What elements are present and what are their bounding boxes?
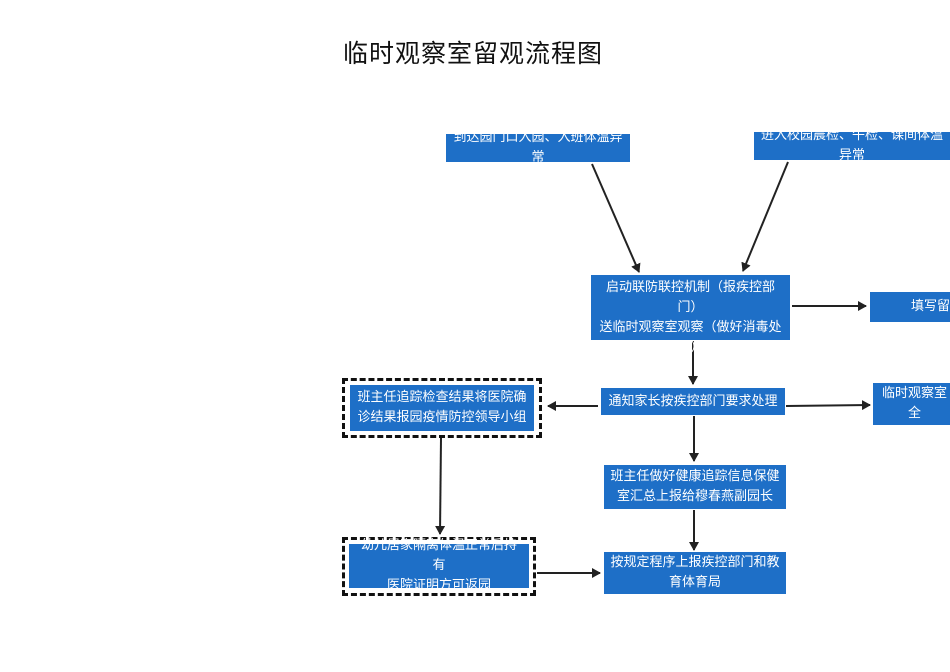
node-school-check-abnormal: 进入校园晨检、午检、课间体温异常 [754, 128, 950, 163]
node-teacher-follow-up: 班主任追踪检查结果将医院确 诊结果报园疫情防控领导小组 [350, 385, 534, 431]
arrow-followup-to-isolation [435, 437, 446, 535]
node-report-procedure: 按规定程序上报疾控部门和教 育体育局 [604, 552, 786, 594]
node-health-tracking: 班主任做好健康追踪信息保健 室汇总上报给穆春燕副园长 [604, 465, 786, 509]
node-fill-record: 填写留 [870, 292, 950, 322]
dashed-frame-isolation [342, 537, 536, 596]
node-arrive-abnormal: 到达园门口入园、入班体温异常 [446, 130, 630, 165]
arrow-arrive-to-plan [591, 163, 641, 273]
arrow-notify-to-observation [785, 400, 871, 411]
dashed-frame-follow-up [342, 378, 542, 438]
node-home-isolation: 幼儿居家隔离体温正常后持有 医院证明方可返园 [349, 538, 529, 593]
node-observation-room: 临时观察室全 [873, 383, 950, 425]
node-emergency-plan: 启动应急预案 启动联防联控机制（报疾控部门） 送临时观察室观察（做好消毒处理） [591, 260, 790, 355]
node-notify-parents: 通知家长按疾控部门要求处理 [601, 388, 785, 415]
arrow-check-to-plan [741, 161, 789, 272]
page-title: 临时观察室留观流程图 [343, 39, 604, 68]
